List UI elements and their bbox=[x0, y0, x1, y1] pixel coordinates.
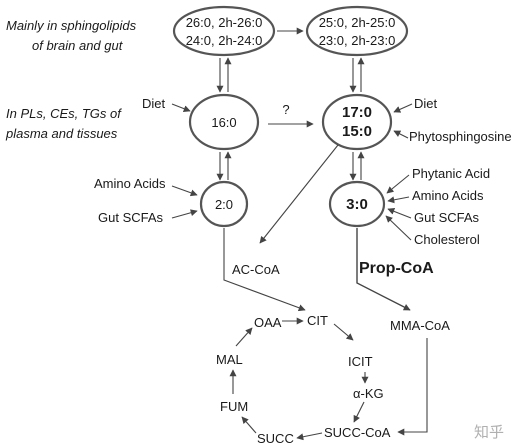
gut-scfas-right-arrow bbox=[387, 208, 412, 219]
c2-label: 2:0 bbox=[215, 197, 233, 212]
tca-mal-label: MAL bbox=[216, 352, 243, 367]
mma-to-succ-coa-path bbox=[397, 338, 428, 436]
diet-right-arrow bbox=[393, 103, 413, 113]
diet-right-label: Diet bbox=[414, 96, 438, 111]
even-long-chain-line1: 26:0, 2h-26:0 bbox=[186, 15, 263, 30]
prop-coa-label: Prop-CoA bbox=[359, 260, 434, 277]
cit-to-icit-arrow bbox=[333, 323, 354, 341]
odd-mid-to-ac-coa-arrow bbox=[259, 144, 339, 244]
tca-akg-label: α-KG bbox=[353, 386, 384, 401]
amino-acids-left-arrow bbox=[171, 185, 198, 197]
sphingolipids-annotation-line1: Mainly in sphingolipids bbox=[6, 18, 137, 33]
amino-acids-left-label: Amino Acids bbox=[94, 176, 166, 191]
c16-node bbox=[188, 93, 260, 151]
phytosphingosine-label: Phytosphingosine bbox=[409, 129, 512, 144]
mal-to-oaa-arrow bbox=[235, 327, 253, 347]
odd-long-chain-line2: 23:0, 2h-23:0 bbox=[319, 33, 396, 48]
ac-coa-label: AC-CoA bbox=[232, 262, 280, 277]
c3-node bbox=[328, 180, 386, 228]
tca-oaa-label: OAA bbox=[254, 315, 282, 330]
succ-to-fum-arrow bbox=[241, 416, 257, 434]
diet-left-arrow bbox=[171, 103, 191, 112]
diet-left-label: Diet bbox=[142, 96, 166, 111]
c16-label: 16:0 bbox=[211, 115, 236, 130]
tca-fum-label: FUM bbox=[220, 399, 248, 414]
gut-scfas-left-label: Gut SCFAs bbox=[98, 210, 164, 225]
amino-acids-right-label: Amino Acids bbox=[412, 188, 484, 203]
cholesterol-arrow bbox=[385, 215, 412, 241]
akg-to-succ-coa-arrow bbox=[353, 401, 365, 423]
succ-coa-to-succ-arrow bbox=[296, 432, 323, 441]
sphingolipids-annotation-line2: of brain and gut bbox=[32, 38, 124, 53]
tca-succ-label: SUCC bbox=[257, 431, 294, 446]
amino-acids-right-arrow bbox=[387, 196, 410, 204]
phytosphingosine-arrow bbox=[393, 130, 409, 139]
tca-cit-label: CIT bbox=[307, 313, 328, 328]
plasma-annotation-line1: In PLs, CEs, TGs of bbox=[6, 106, 122, 121]
odd-long-chain-line1: 25:0, 2h-25:0 bbox=[319, 15, 396, 30]
c3-to-mma-coa-path bbox=[356, 228, 411, 311]
c2-to-cit-path bbox=[223, 228, 306, 312]
phytanic-acid-label: Phytanic Acid bbox=[412, 166, 490, 181]
odd-mid-chain-node bbox=[321, 93, 393, 151]
phytanic-acid-arrow bbox=[386, 174, 410, 194]
even-long-chain-line2: 24:0, 2h-24:0 bbox=[186, 33, 263, 48]
odd-long-chain-node bbox=[305, 5, 409, 57]
gut-scfas-left-arrow bbox=[171, 209, 198, 219]
watermark: 知乎 bbox=[474, 423, 504, 441]
c3-label: 3:0 bbox=[346, 196, 368, 213]
odd-mid-line1: 17:0 bbox=[342, 104, 372, 121]
mma-coa-label: MMA-CoA bbox=[390, 318, 450, 333]
gut-scfas-right-label: Gut SCFAs bbox=[414, 210, 480, 225]
even-long-chain-node bbox=[172, 5, 276, 57]
cholesterol-label: Cholesterol bbox=[414, 232, 480, 247]
unknown-conversion-label: ? bbox=[282, 102, 289, 117]
plasma-annotation-line2: plasma and tissues bbox=[5, 126, 118, 141]
odd-mid-line2: 15:0 bbox=[342, 123, 372, 140]
tca-succ-coa-label: SUCC-CoA bbox=[324, 425, 391, 440]
c2-node bbox=[199, 180, 249, 228]
tca-icit-label: ICIT bbox=[348, 354, 373, 369]
